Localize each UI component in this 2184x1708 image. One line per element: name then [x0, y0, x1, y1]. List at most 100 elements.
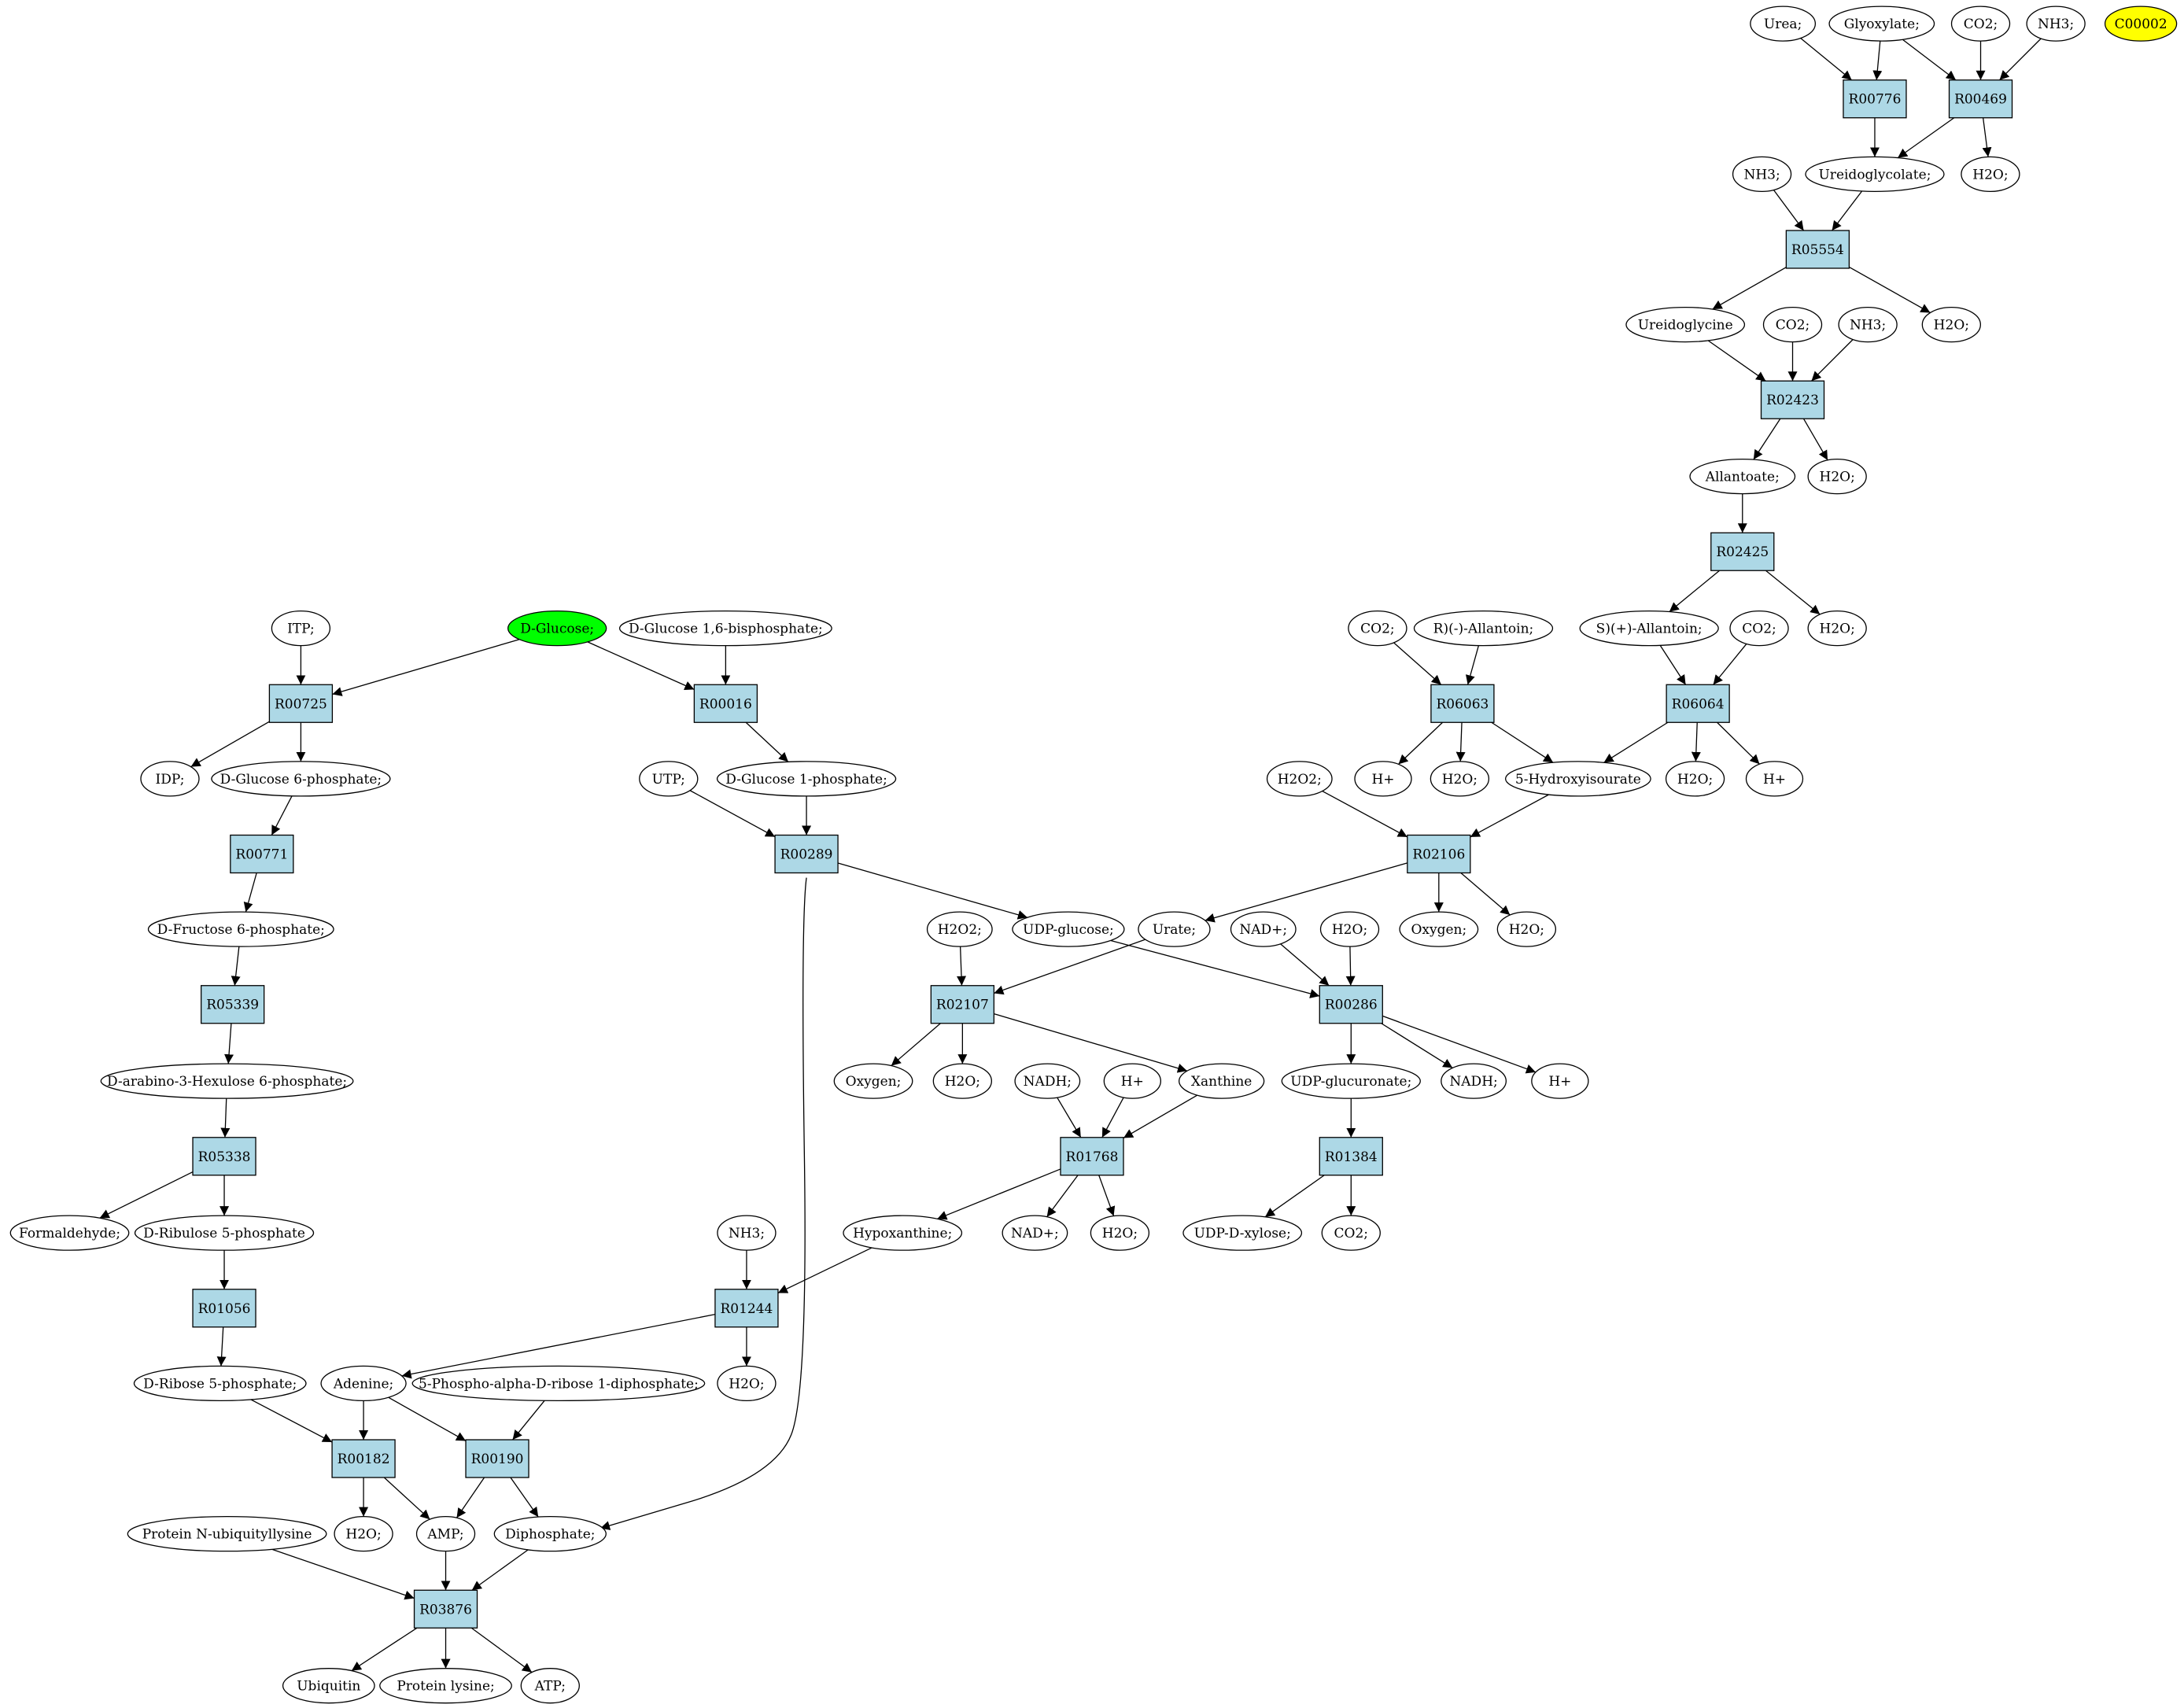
- edge-r06063-to-h2o-e: [1455, 722, 1466, 762]
- compound-ellipse: [411, 1365, 706, 1402]
- node-label: Ureidoglycolate;: [1818, 167, 1931, 183]
- edge-diphosphate-to-r03876: [471, 1549, 529, 1591]
- compound-ellipse: [493, 1516, 607, 1552]
- compound-ellipse: [1354, 761, 1412, 797]
- compound-ellipse: [1625, 306, 1746, 343]
- reaction-box: [1319, 1137, 1383, 1176]
- edge-r00469-to-h2o-a: [1982, 117, 1992, 157]
- compound-ellipse: [1762, 306, 1823, 343]
- compound-node-oxygen: Oxygen;: [1399, 911, 1479, 947]
- compound-node-protein-lysine: Protein lysine;: [379, 1668, 512, 1704]
- node-label: H2O2;: [1278, 772, 1322, 788]
- edge-r00289-to-udpglucose: [837, 862, 1028, 920]
- node-label: Allantoate;: [1705, 470, 1780, 485]
- compound-node-h2o: H2O;: [1430, 761, 1490, 797]
- compound-ellipse: [1413, 610, 1554, 647]
- node-label: H2O;: [945, 1074, 980, 1090]
- node-label: Formaldehyde;: [19, 1226, 120, 1241]
- reaction-node-r05338: R05338: [192, 1137, 256, 1176]
- compound-node-utp: UTP;: [639, 761, 699, 797]
- compound-ellipse: [147, 911, 334, 947]
- node-label: Urea;: [1764, 17, 1802, 32]
- edge-da3h6p-to-r05338: [220, 1098, 231, 1138]
- reaction-node-r00286: R00286: [1319, 985, 1383, 1024]
- node-label: H2O;: [1934, 318, 1969, 334]
- edge-r00469-to-ureidoglycolate: [1897, 117, 1955, 159]
- edge-r06064-to-hplus-b: [1717, 721, 1760, 765]
- node-label: NH3;: [1743, 167, 1780, 183]
- node-label: NADH;: [1449, 1074, 1497, 1090]
- reaction-box: [413, 1589, 478, 1629]
- reaction-box: [201, 985, 265, 1024]
- node-label: UDP-glucuronate;: [1290, 1074, 1411, 1090]
- node-label: CO2;: [1964, 17, 1998, 32]
- node-label: ATP;: [534, 1679, 566, 1695]
- edge-layer: [99, 38, 2042, 1673]
- compound-node-d-glucose: D-Glucose;: [507, 610, 607, 647]
- edge-dg6p-to-r00771: [271, 795, 293, 836]
- compound-ellipse: [1504, 761, 1651, 797]
- compound-ellipse: [1266, 761, 1333, 797]
- compound-ellipse: [618, 610, 832, 647]
- node-label: D-Glucose 1,6-bisphosphate;: [629, 622, 823, 637]
- compound-ellipse: [1014, 1063, 1081, 1099]
- reaction-node-r05339: R05339: [201, 985, 265, 1024]
- compound-ellipse: [639, 761, 699, 797]
- compound-node-allantoate: Allantoate;: [1689, 458, 1796, 495]
- edge-r01384-to-udpxylose: [1264, 1175, 1325, 1218]
- edge-r00289-to-diphosphate: [599, 877, 807, 1530]
- compound-node-ureidoglycine: Ureidoglycine: [1625, 306, 1746, 343]
- compound-ellipse: [717, 1365, 777, 1402]
- node-label: CO2;: [1776, 318, 1810, 334]
- compound-ellipse: [1138, 911, 1211, 947]
- node-label: CO2;: [1334, 1226, 1369, 1241]
- node-label: D-Glucose 6-phosphate;: [220, 772, 382, 788]
- compound-ellipse: [9, 1215, 130, 1251]
- node-label: D-Glucose 1-phosphate;: [725, 772, 887, 788]
- edge-r00286-to-hplus-d: [1382, 1015, 1537, 1074]
- node-label: Ureidoglycine: [1638, 318, 1733, 334]
- compound-ellipse: [1579, 610, 1719, 647]
- edge-xanthine-to-r01768: [1123, 1094, 1197, 1139]
- compound-ellipse: [211, 761, 391, 797]
- compound-ellipse: [1732, 156, 1792, 192]
- compound-ellipse: [1321, 1215, 1381, 1251]
- node-label: H2O;: [1820, 470, 1855, 485]
- compound-node-ubiquitin: Ubiquitin: [282, 1668, 375, 1704]
- node-label: C00002: [2115, 17, 2167, 32]
- edge-r02425-to-sallantoin: [1669, 570, 1720, 613]
- compound-ellipse: [1689, 458, 1796, 495]
- compound-ellipse: [271, 610, 331, 647]
- compound-node-h2o: H2O;: [1921, 306, 1981, 343]
- edge-df6p-to-r05339: [231, 946, 241, 986]
- reaction-box: [1785, 230, 1850, 269]
- compound-node-co2: CO2;: [1762, 306, 1823, 343]
- node-label: IDP;: [156, 772, 185, 788]
- compound-node-diphosphate: Diphosphate;: [493, 1516, 607, 1552]
- node-label: S)(+)-Allantoin;: [1596, 622, 1703, 637]
- compound-node-s-allantoin: S)(+)-Allantoin;: [1579, 610, 1719, 647]
- node-label: Urate;: [1153, 922, 1196, 938]
- node-label: Xanthine: [1191, 1074, 1252, 1090]
- reaction-node-r02423: R02423: [1760, 380, 1825, 419]
- edge-r05339-to-da3h6p: [224, 1023, 234, 1064]
- reaction-box: [1319, 985, 1383, 1024]
- compound-node-h: H+: [1103, 1063, 1161, 1099]
- edge-protnublys-to-r03876: [271, 1548, 415, 1600]
- node-label: R02107: [936, 998, 989, 1013]
- compound-node-glyoxylate: Glyoxylate;: [1828, 6, 1935, 42]
- compound-ellipse: [282, 1668, 375, 1704]
- reaction-box: [1760, 380, 1825, 419]
- compound-node-h2o: H2O;: [1496, 911, 1557, 947]
- compound-node-xanthine: Xanthine: [1178, 1063, 1265, 1099]
- node-label: H+: [1121, 1074, 1144, 1090]
- compound-ellipse: [1012, 911, 1125, 947]
- reaction-node-r06064: R06064: [1666, 684, 1730, 723]
- node-label: R06063: [1436, 696, 1489, 712]
- reaction-box: [714, 1289, 779, 1328]
- compound-ellipse: [833, 1063, 913, 1099]
- reaction-node-r02107: R02107: [930, 985, 995, 1024]
- compound-node-itp: ITP;: [271, 610, 331, 647]
